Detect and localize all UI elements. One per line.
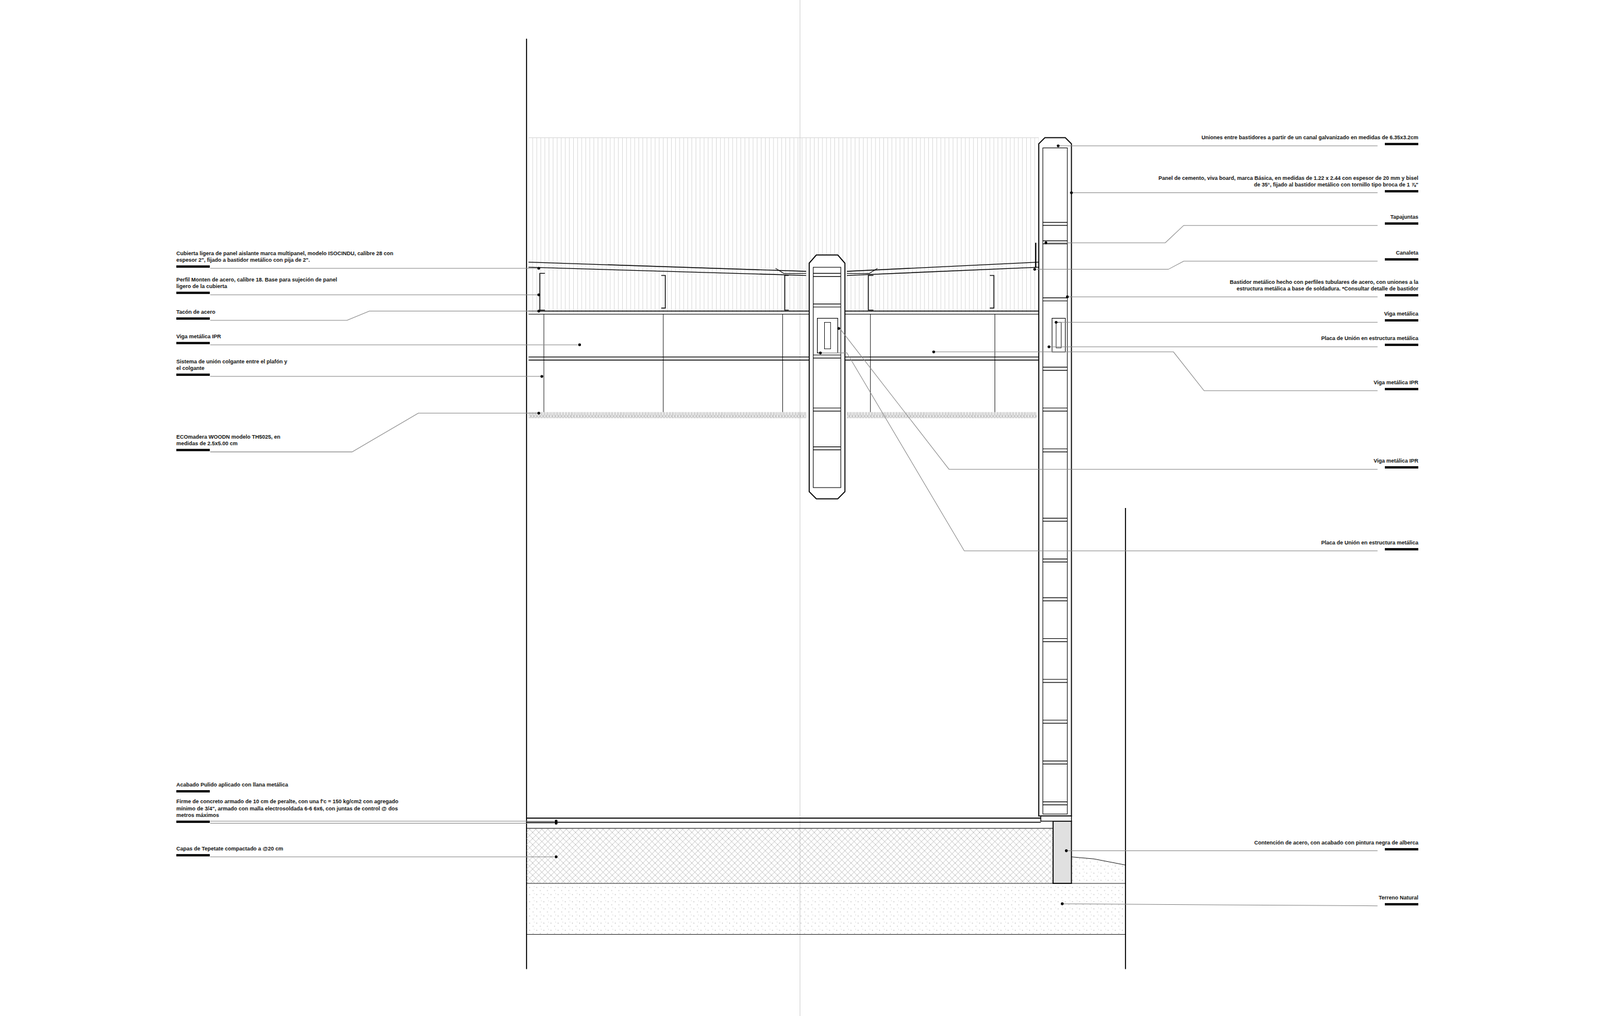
callout-text: Uniones entre bastidores a partir de un …: [1201, 134, 1419, 142]
label-underline: [1384, 848, 1419, 851]
callout-label: Canaleta: [1384, 249, 1419, 261]
label-underline: [1384, 548, 1419, 551]
callout-text: Sistema de unión colgante entre el plafó…: [176, 358, 289, 373]
label-underline: [1384, 294, 1419, 297]
callout-text: Placa de Unión en estructura metálica: [1320, 539, 1419, 547]
label-underline: [1384, 903, 1419, 906]
callout-label: Bastidor metálico hecho con perfiles tub…: [1226, 279, 1419, 298]
callout-label: Panel de cemento, viva board, marca Bási…: [1155, 175, 1419, 194]
callout-label: Firme de concreto armado de 10 cm de per…: [176, 798, 413, 824]
callout-label: ECOmadera WOODN modelo TH5025, en medida…: [176, 433, 285, 452]
callout-label: Terreno Natural: [1378, 894, 1419, 906]
callout-text: Contención de acero, con acabado con pin…: [1253, 839, 1419, 847]
callout-text: Tapajuntas: [1384, 213, 1419, 221]
callout-text: Viga metálica IPR: [1373, 379, 1419, 387]
callout-label: Contención de acero, con acabado con pin…: [1253, 839, 1419, 851]
callout-label: Tapajuntas: [1384, 213, 1419, 225]
callout-text: Tacón de acero: [176, 309, 216, 316]
label-underline: [1384, 222, 1419, 225]
label-underline: [176, 790, 210, 793]
label-underline: [1384, 258, 1419, 261]
callout-text: Canaleta: [1384, 249, 1419, 257]
callout-label: Uniones entre bastidores a partir de un …: [1201, 134, 1419, 146]
callout-label: Viga metálica: [1384, 310, 1419, 322]
label-underline: [176, 820, 210, 824]
callout-label: Viga metálica IPR: [1373, 379, 1419, 391]
callout-text: Viga metálica IPR: [1373, 457, 1419, 465]
label-underline: [1384, 343, 1419, 347]
label-underline: [176, 854, 210, 857]
label-underline: [176, 341, 210, 345]
label-underline: [1384, 319, 1419, 322]
callout-text: Perfil Monten de acero, calibre 18. Base…: [176, 276, 350, 291]
callout-text: Firme de concreto armado de 10 cm de per…: [176, 798, 413, 819]
callout-label: Acabado Pulido aplicado con llana metáli…: [176, 781, 289, 793]
label-underline: [1384, 466, 1419, 469]
callout-text: Viga metálica IPR: [176, 333, 222, 341]
callout-text: Placa de Unión en estructura metálica: [1320, 335, 1419, 342]
label-underline: [176, 291, 210, 295]
callout-label: Perfil Monten de acero, calibre 18. Base…: [176, 276, 350, 295]
label-underline: [1384, 190, 1419, 193]
callout-label: Viga metálica IPR: [176, 333, 222, 345]
label-underline: [176, 448, 210, 452]
callout-label: Sistema de unión colgante entre el plafó…: [176, 358, 289, 377]
callout-text: ECOmadera WOODN modelo TH5025, en medida…: [176, 433, 285, 448]
callout-label: Viga metálica IPR: [1373, 457, 1419, 469]
callout-label: Placa de Unión en estructura metálica: [1320, 539, 1419, 551]
callout-label: Cubierta ligera de panel aislante marca …: [176, 250, 396, 269]
callout-text: Capas de Tepetate compactado a @20 cm: [176, 845, 284, 853]
callout-label: Tacón de acero: [176, 309, 216, 320]
label-underline: [176, 317, 210, 320]
label-underline: [176, 265, 210, 268]
label-underline: [1384, 387, 1419, 391]
callout-text: Panel de cemento, viva board, marca Bási…: [1155, 175, 1419, 189]
callout-text: Cubierta ligera de panel aislante marca …: [176, 250, 396, 265]
callout-label: Capas de Tepetate compactado a @20 cm: [176, 845, 284, 857]
label-underline: [176, 373, 210, 376]
callout-text: Acabado Pulido aplicado con llana metáli…: [176, 781, 289, 789]
label-underline: [1384, 142, 1419, 146]
callout-text: Viga metálica: [1384, 310, 1419, 318]
callout-label: Placa de Unión en estructura metálica: [1320, 335, 1419, 347]
callout-text: Terreno Natural: [1378, 894, 1419, 902]
callout-text: Bastidor metálico hecho con perfiles tub…: [1226, 279, 1419, 293]
